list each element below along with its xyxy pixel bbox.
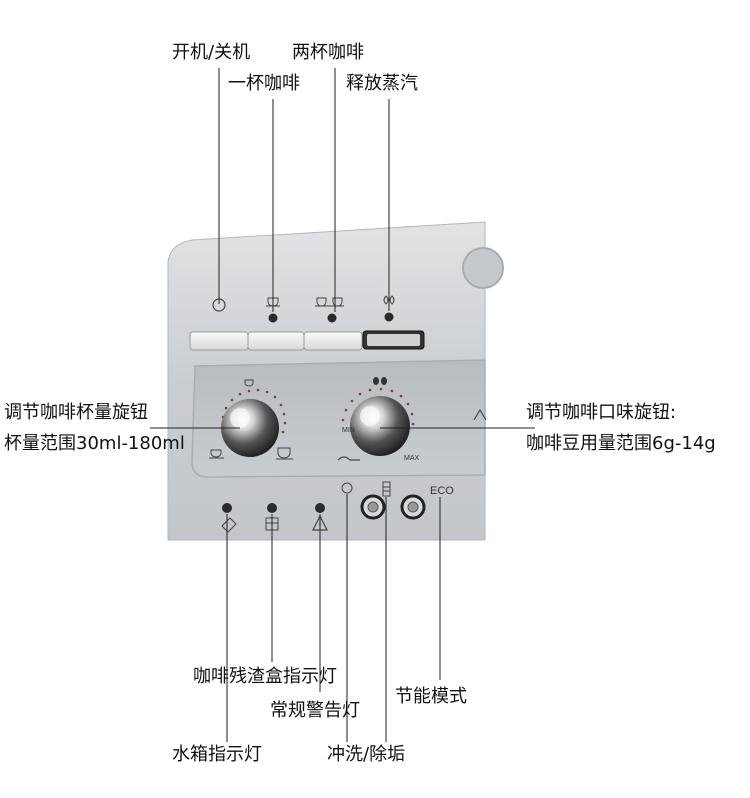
- label-water-tank-light: 水箱指示灯: [172, 744, 262, 765]
- power-icon: [212, 297, 226, 312]
- label-right-knob-title: 调节咖啡口味旋钮:: [526, 402, 677, 423]
- label-right-knob-range: 咖啡豆用量范围6g-14g: [526, 433, 716, 454]
- steam-led: [384, 312, 394, 322]
- eco-label: ECO: [430, 485, 454, 497]
- label-left-knob-title: 调节咖啡杯量旋钮: [4, 402, 148, 423]
- descale-icon: [382, 481, 391, 497]
- one-cup-led: [268, 313, 278, 323]
- label-alarm-light: 常规警告灯: [270, 700, 360, 721]
- label-eco-mode: 节能模式: [395, 686, 467, 707]
- min-label: MIN: [342, 427, 355, 434]
- two-cups-button[interactable]: [303, 331, 363, 351]
- label-steam: 释放蒸汽: [346, 73, 418, 94]
- max-label: MAX: [404, 455, 420, 462]
- grounds-container-led: [267, 503, 277, 513]
- label-two-cups: 两杯咖啡: [292, 42, 364, 63]
- rinse-button[interactable]: [360, 494, 386, 520]
- coffee-strength-knob[interactable]: [341, 387, 415, 456]
- label-one-cup: 一杯咖啡: [228, 73, 300, 94]
- water-tank-led: [222, 503, 232, 513]
- scoop-icon: [337, 456, 360, 461]
- label-left-knob-range: 杯量范围30ml-180ml: [4, 433, 185, 454]
- cup-volume-knob[interactable]: [221, 388, 287, 457]
- small-cup-icon: [209, 449, 224, 459]
- one-cup-button[interactable]: [247, 331, 305, 351]
- leader-lines: [150, 68, 535, 742]
- label-power: 开机/关机: [172, 42, 251, 63]
- medium-cup-icon: [244, 379, 254, 387]
- large-cup-icon: [276, 447, 293, 460]
- eco-button[interactable]: [400, 494, 426, 520]
- power-button[interactable]: [189, 331, 249, 351]
- two-cups-led: [327, 313, 337, 323]
- label-rinse-descale: 冲洗/除垢: [327, 744, 406, 765]
- label-grounds-light: 咖啡残渣盒指示灯: [193, 666, 337, 687]
- two-cups-icon: [315, 297, 344, 307]
- coffee-beans-icon: [373, 377, 387, 385]
- general-alarm-led: [315, 503, 325, 513]
- rinse-icon: [341, 482, 353, 494]
